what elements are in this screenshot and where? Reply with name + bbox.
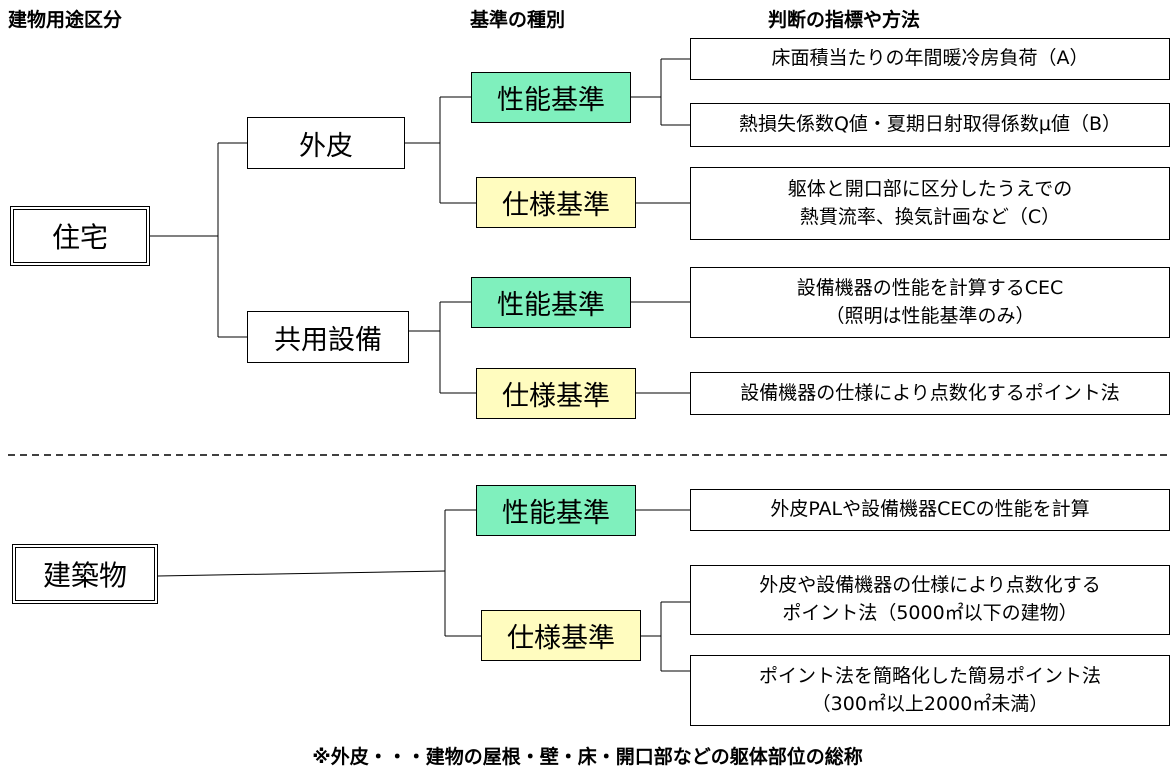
header-standard-type: 基準の種別 xyxy=(470,9,566,31)
equipment-performance-box: 性能基準 xyxy=(471,277,631,328)
method-box-heat-transmission: 躯体と開口部に区分したうえでの 熱貫流率、換気計画など（C） xyxy=(690,167,1170,240)
method-box-point-method: 設備機器の仕様により点数化するポイント法 xyxy=(690,372,1170,415)
building-performance-box: 性能基準 xyxy=(476,485,636,536)
equipment-specification-box: 仕様基準 xyxy=(476,368,636,419)
method-box-cec: 設備機器の性能を計算するCEC （照明は性能基準のみ） xyxy=(690,267,1170,338)
housing-root-box: 住宅 xyxy=(10,206,150,266)
method-box-q-mu-value: 熱損失係数Q値・夏期日射取得係数μ値（B） xyxy=(690,103,1170,147)
shared-equipment-box: 共用設備 xyxy=(247,311,409,363)
footnote: ※外皮・・・建物の屋根・壁・床・開口部などの躯体部位の総称 xyxy=(312,746,863,768)
building-root-box: 建築物 xyxy=(12,544,158,604)
method-box-annual-load: 床面積当たりの年間暖冷房負荷（A） xyxy=(690,38,1170,80)
method-box-building-point: 外皮や設備機器の仕様により点数化する ポイント法（5000㎡以下の建物） xyxy=(690,565,1170,635)
method-box-pal-cec: 外皮PALや設備機器CECの性能を計算 xyxy=(690,489,1170,531)
envelope-specification-box: 仕様基準 xyxy=(476,177,636,228)
method-box-simplified-point: ポイント法を簡略化した簡易ポイント法 （300㎡以上2000㎡未満） xyxy=(690,655,1170,726)
header-method: 判断の指標や方法 xyxy=(768,9,921,31)
envelope-box: 外皮 xyxy=(247,117,405,169)
header-use-category: 建物用途区分 xyxy=(8,9,123,31)
envelope-performance-box: 性能基準 xyxy=(471,72,631,123)
building-specification-box: 仕様基準 xyxy=(481,610,641,661)
